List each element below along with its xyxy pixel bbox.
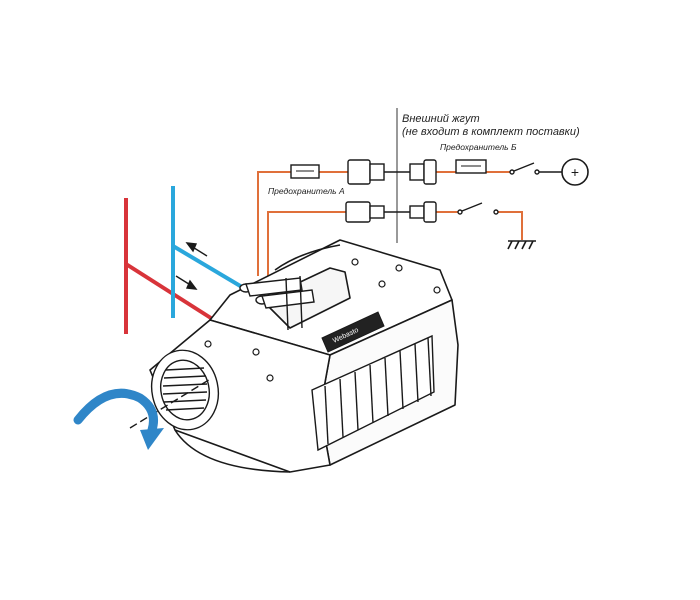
- harness-note: (не входит в комплект поставки): [402, 126, 580, 138]
- screws: [204, 258, 441, 382]
- battery-terminal-symbol: +: [571, 164, 579, 180]
- cold-water-pipe: [171, 186, 244, 318]
- pipe-fittings: [239, 275, 315, 331]
- fan-inlet: [150, 349, 220, 431]
- fan-axis: [129, 377, 213, 429]
- fuse-a-label: Предохранитель А: [268, 186, 345, 196]
- battery-terminal-icon: +: [561, 158, 589, 186]
- switch-icon: [457, 162, 540, 215]
- ground-icon: [507, 240, 536, 250]
- fuse-b-label: Предохранитель Б: [440, 142, 517, 152]
- connector-icon: [345, 159, 437, 223]
- air-outlet-grille: [311, 334, 435, 452]
- airflow-arrow-icon: [73, 388, 164, 450]
- hot-water-pipe: [124, 198, 216, 334]
- flow-arrow-icon: [175, 242, 208, 290]
- brand-plate: Webasto: [321, 311, 385, 353]
- harness-title: Внешний жгут: [402, 113, 480, 125]
- fuse-a-icon: [290, 164, 320, 179]
- fuse-b-icon: [455, 159, 487, 174]
